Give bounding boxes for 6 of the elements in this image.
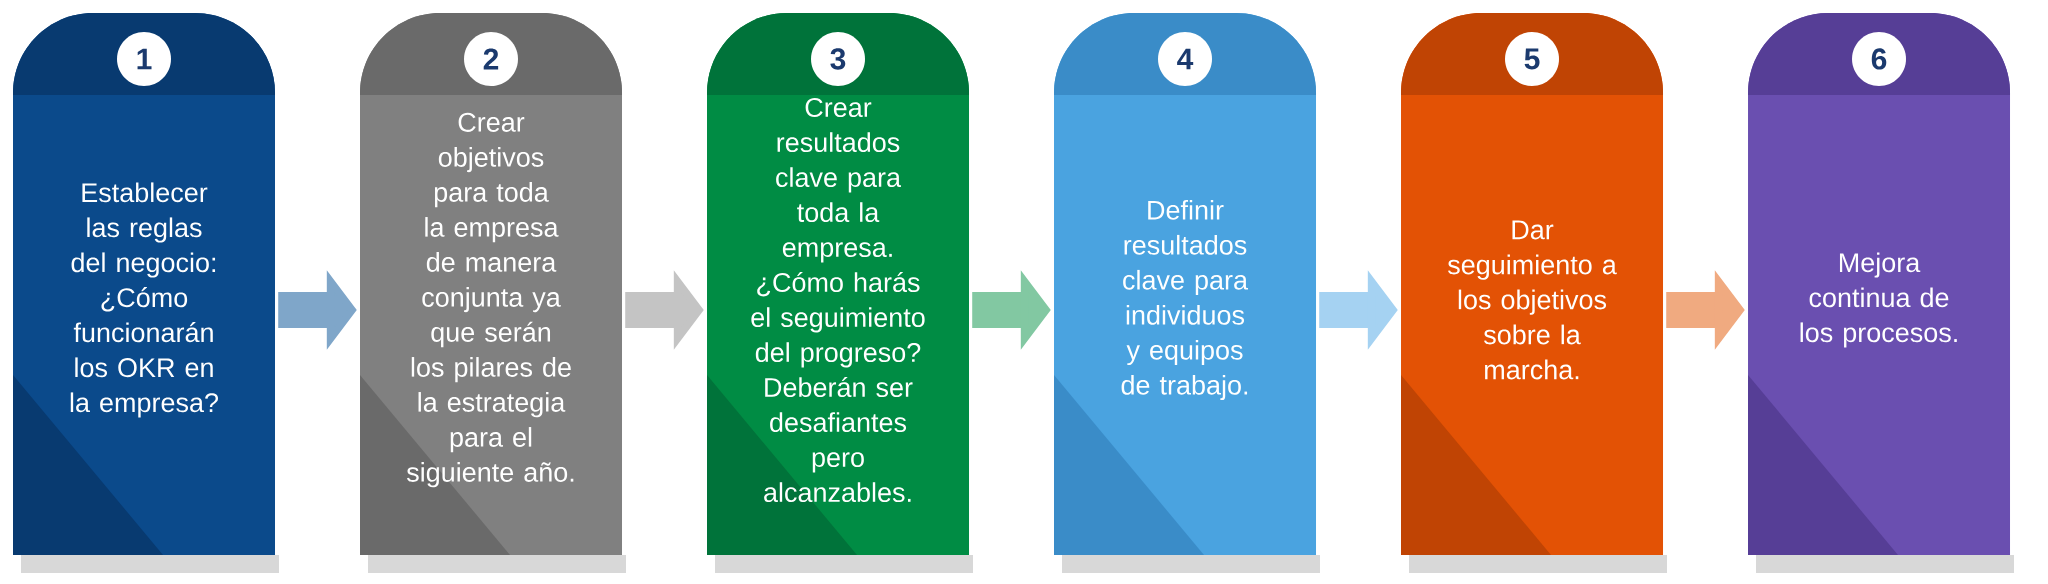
number-badge: 1 (117, 32, 171, 86)
number-badge: 2 (464, 32, 518, 86)
number-badge: 3 (811, 32, 865, 86)
number-badge: 4 (1158, 32, 1212, 86)
number-badge: 5 (1505, 32, 1559, 86)
number-badge: 6 (1852, 32, 1906, 86)
